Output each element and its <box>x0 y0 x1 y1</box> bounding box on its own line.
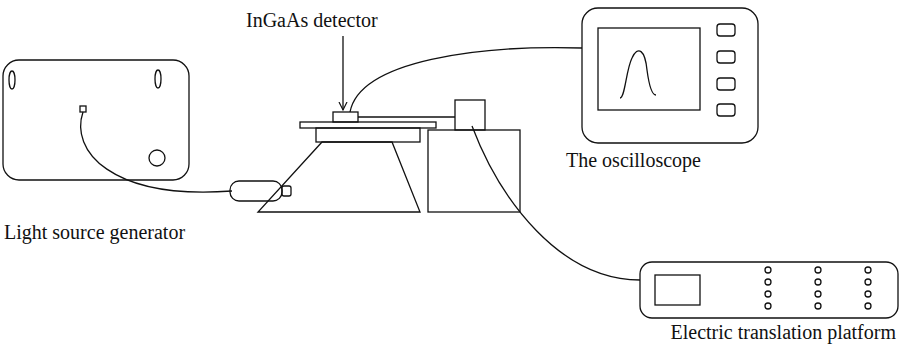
oscilloscope-screen <box>598 28 700 110</box>
controller-button <box>765 279 771 285</box>
actuator <box>455 100 485 130</box>
controller-button <box>765 291 771 297</box>
fiber-collimator <box>230 181 282 201</box>
controller-buttons <box>765 267 871 309</box>
collimator-tip <box>282 186 291 196</box>
controller-button <box>815 291 821 297</box>
stage-stand <box>258 142 420 212</box>
controller-button <box>865 279 871 285</box>
output-port <box>80 106 86 112</box>
device-label: InGaAs detector <box>246 9 378 31</box>
oscilloscope-body <box>582 8 758 143</box>
controller-button <box>765 267 771 273</box>
stage-base <box>316 128 420 142</box>
translation-rod <box>358 116 455 117</box>
controller-button <box>865 303 871 309</box>
scope-button <box>717 24 735 36</box>
controller-body <box>640 262 898 318</box>
controller-button <box>865 267 871 273</box>
scope-button <box>717 78 735 90</box>
controller-button <box>765 303 771 309</box>
controller-button <box>815 303 821 309</box>
signal-cable <box>350 48 582 112</box>
controller-screen <box>655 275 700 305</box>
actuator-base <box>428 130 520 212</box>
controller-button <box>865 291 871 297</box>
generator-button <box>149 150 165 166</box>
generator-body <box>3 60 189 180</box>
device-label: The oscilloscope <box>566 149 701 171</box>
generator-knob <box>9 71 15 89</box>
stage-plate <box>300 122 436 128</box>
scope-button <box>717 104 735 116</box>
generator-knob <box>155 70 161 88</box>
device-label: Light source generator <box>4 221 185 243</box>
detector <box>333 112 358 122</box>
controller-button <box>815 267 821 273</box>
device-label: Electric translation platform <box>671 321 896 343</box>
pointer-arrow <box>342 36 343 110</box>
sine-trace <box>620 51 656 98</box>
fiber-cable <box>81 112 232 192</box>
controller-button <box>815 279 821 285</box>
scope-button <box>717 51 735 63</box>
